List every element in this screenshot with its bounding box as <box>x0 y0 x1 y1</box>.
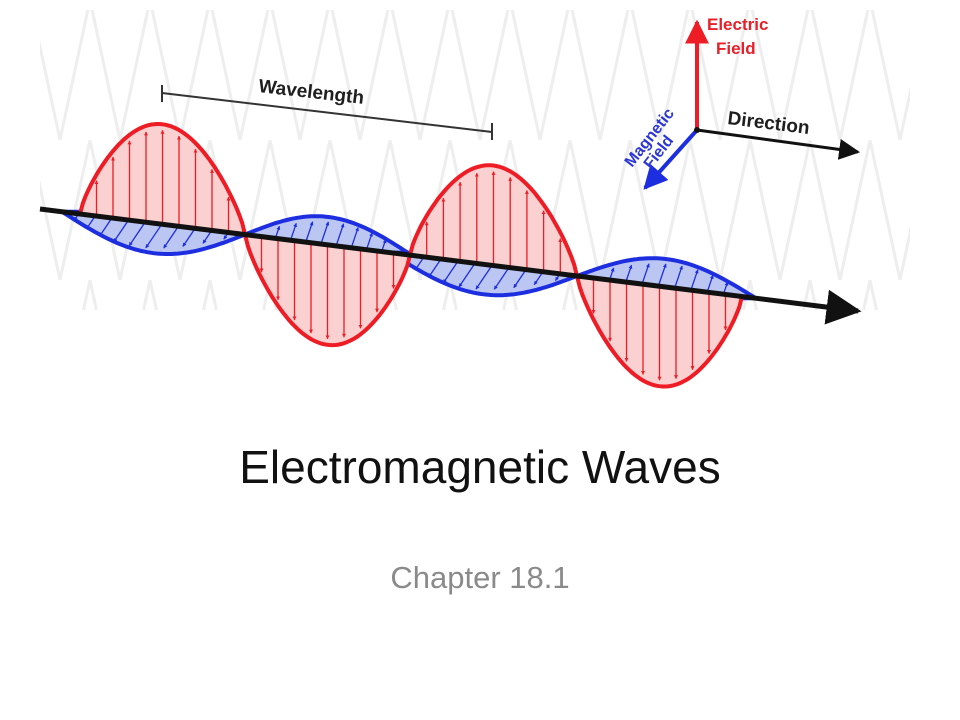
magnetic-field-vector <box>163 225 179 249</box>
magnetic-field-arrow <box>643 128 699 190</box>
magnetic-field-vector <box>706 274 714 293</box>
magnetic-field-vector <box>690 269 699 291</box>
magnetic-field-vector <box>475 264 493 290</box>
magnetic-field-vector <box>365 232 373 250</box>
magnetic-field-vector <box>99 217 113 237</box>
propagation-axis-arrow <box>39 206 862 325</box>
axis-legend <box>643 19 861 190</box>
magnetic-field-vector <box>128 221 146 247</box>
magnetic-field-vector <box>428 258 442 278</box>
magnetic-field-vector <box>113 219 130 243</box>
magnetic-field-vector <box>320 221 330 245</box>
electric-field-label-line1: Electric <box>707 15 768 34</box>
magnetic-field-vector <box>305 221 314 243</box>
magnetic-field-vector <box>458 262 476 288</box>
slide-title: Electromagnetic Waves <box>239 441 721 493</box>
magnetic-field-vector <box>674 265 683 289</box>
magnetic-field-vector <box>289 222 297 241</box>
magnetic-field-vector <box>657 263 667 287</box>
electric-field-label-line2: Field <box>716 39 756 58</box>
magnetic-field-vector <box>182 227 196 247</box>
electromagnetic-wave-diagram: Wavelength Electric Field Magnetic Field… <box>39 10 910 389</box>
slide-subtitle: Chapter 18.1 <box>390 560 570 595</box>
magnetic-field-vector <box>493 267 510 290</box>
direction-arrow <box>696 128 861 160</box>
magnetic-field-vector <box>335 223 345 247</box>
magnetic-field-vector <box>350 227 359 249</box>
magnetic-field-vector <box>442 260 459 284</box>
magnetic-field-vector <box>641 263 650 285</box>
magnetic-field-vector <box>625 264 633 283</box>
magnetic-field-vector <box>145 223 163 249</box>
magnetic-field-vector <box>513 269 527 289</box>
wavelength-bracket <box>161 85 493 140</box>
electric-field-wave <box>78 122 745 389</box>
